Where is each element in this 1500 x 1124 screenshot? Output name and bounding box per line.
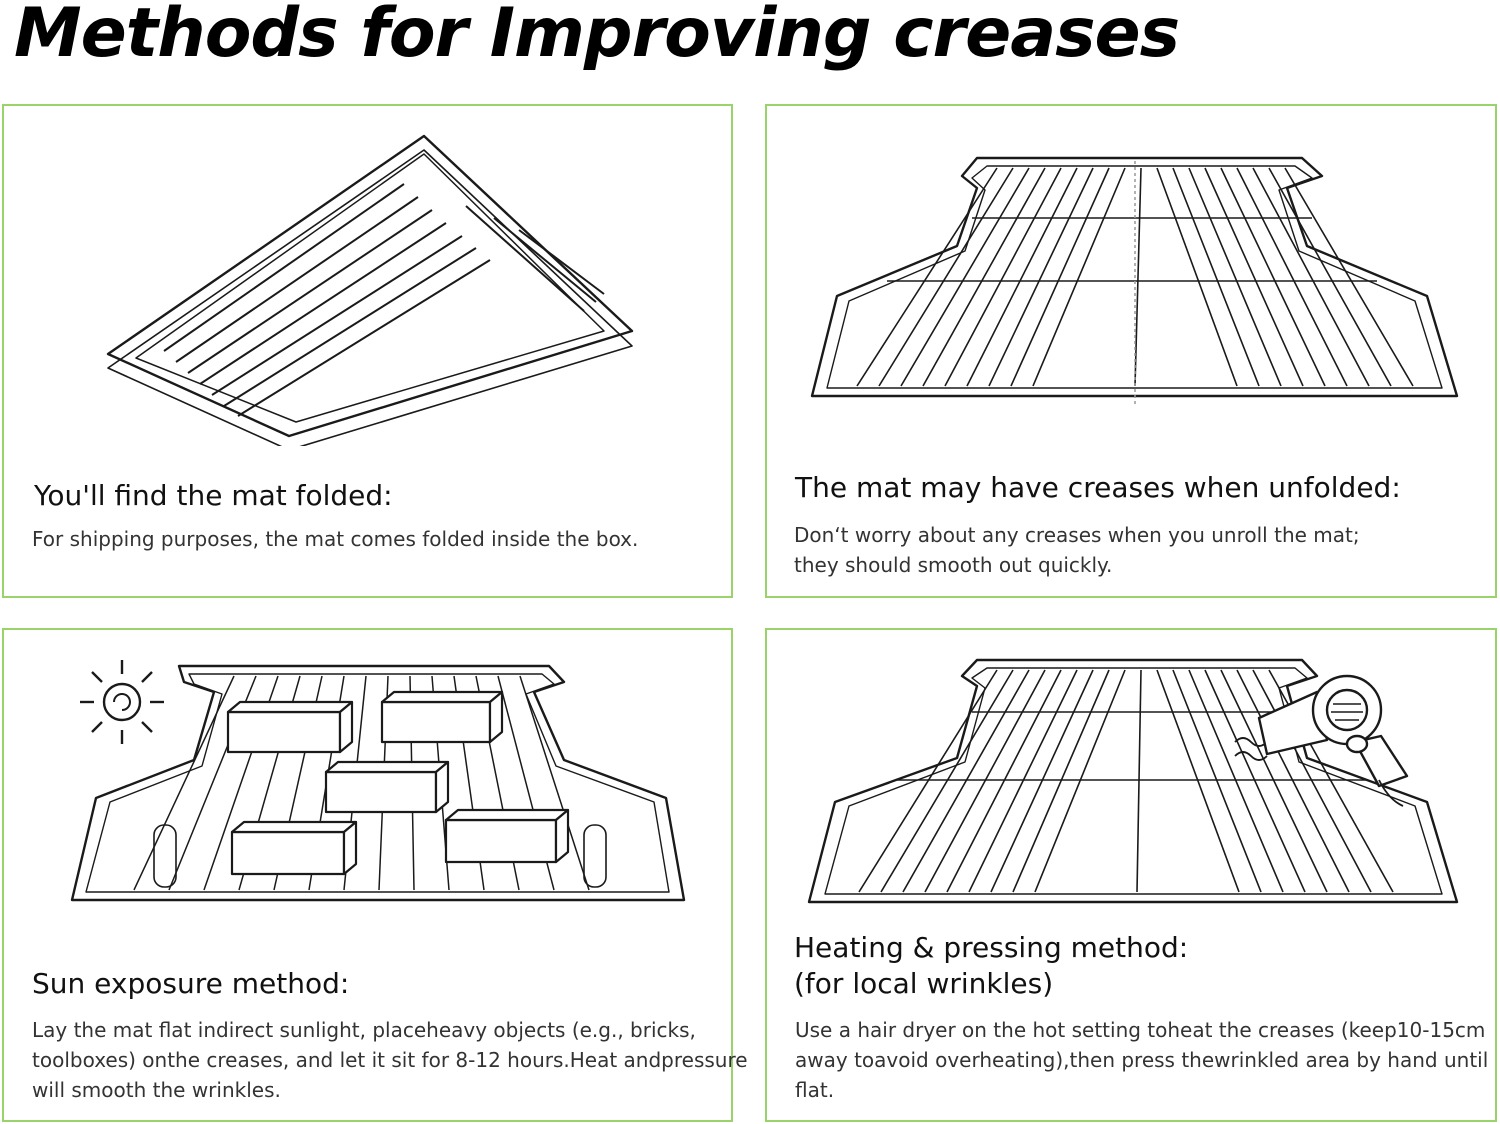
heading-line: (for local wrinkles) — [794, 967, 1054, 1000]
panel-description: For shipping purposes, the mat comes fol… — [32, 524, 638, 554]
description-line: Don‘t worry about any creases when you u… — [794, 523, 1360, 547]
panel-heading: Heating & pressing method: (for local wr… — [794, 930, 1188, 1002]
description-line: flat. — [795, 1078, 835, 1102]
folded-mat-illustration — [106, 134, 634, 446]
panel-heating-pressing: Heating & pressing method: (for local wr… — [765, 628, 1497, 1122]
description-line: away toavoid overheating),then press the… — [795, 1048, 1489, 1072]
description-line: will smooth the wrinkles. — [32, 1078, 281, 1102]
panel-description: Use a hair dryer on the hot setting tohe… — [795, 1015, 1488, 1105]
panel-description: Lay the mat flat indirect sunlight, plac… — [32, 1015, 748, 1105]
panel-description: Don‘t worry about any creases when you u… — [794, 520, 1360, 580]
page-title: Methods for Improving creases — [14, 0, 1180, 73]
unfolded-mat-illustration — [810, 156, 1459, 406]
description-line: Lay the mat flat indirect sunlight, plac… — [32, 1018, 696, 1042]
panel-heading: You'll find the mat folded: — [34, 479, 393, 512]
heating-illustration — [807, 658, 1459, 904]
description-line: they should smooth out quickly. — [794, 553, 1113, 577]
panel-creases-unfolded: The mat may have creases when unfolded: … — [765, 104, 1497, 598]
brick-icon — [226, 690, 570, 876]
description-line: Use a hair dryer on the hot setting tohe… — [795, 1018, 1486, 1042]
sun-icon — [80, 660, 164, 744]
hair-dryer-icon — [1257, 674, 1409, 807]
panel-heading: Sun exposure method: — [32, 967, 350, 1000]
panel-heading: The mat may have creases when unfolded: — [795, 471, 1401, 504]
panel-folded-mat: You'll find the mat folded: For shipping… — [2, 104, 733, 598]
panel-sun-exposure: Sun exposure method: Lay the mat flat in… — [2, 628, 748, 1122]
heading-line: Heating & pressing method: — [794, 931, 1189, 964]
sun-exposure-illustration — [70, 660, 686, 902]
description-line: toolboxes) onthe creases, and let it sit… — [32, 1048, 748, 1072]
description-line: For shipping purposes, the mat comes fol… — [32, 527, 639, 551]
